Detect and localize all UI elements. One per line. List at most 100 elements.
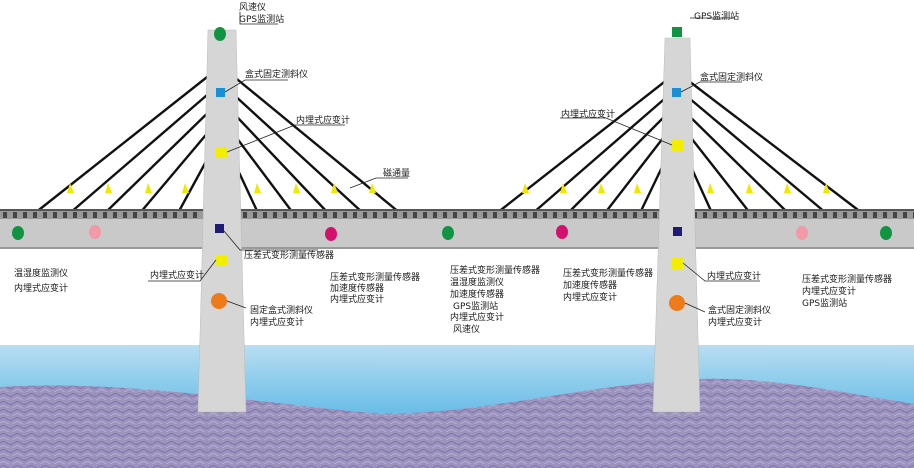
deck-tick	[343, 212, 347, 218]
label-group4-gps: GPS监测站	[453, 300, 498, 312]
deck-tick	[453, 212, 457, 218]
flux-marker	[784, 183, 791, 193]
gps-sensor-right	[672, 27, 682, 37]
deck-tick	[813, 212, 817, 218]
strain-gauge-left-lower	[216, 255, 227, 266]
label-anemometer-left: 风速仪	[239, 2, 266, 13]
deck-tick	[353, 212, 357, 218]
label-deflection-left: 压差式变形测量传感器	[244, 249, 334, 261]
deck-tick	[23, 212, 27, 218]
stay-cable	[220, 82, 364, 214]
deck-tick	[253, 212, 257, 218]
flux-marker	[823, 183, 830, 193]
label-strain-left-upper: 内埋式应变计	[296, 114, 350, 126]
label-strain-deck-left: 内埋式应变计	[14, 282, 68, 294]
inclinometer-left	[216, 88, 225, 97]
right-tower	[652, 37, 701, 413]
flux-marker	[293, 183, 300, 193]
deck-tick	[13, 212, 17, 218]
label-group4-accel: 加速度传感器	[450, 288, 504, 300]
label-group5-accel: 加速度传感器	[563, 279, 617, 291]
deck-tick	[863, 212, 867, 218]
deck-tick	[823, 212, 827, 218]
deck-tick	[533, 212, 537, 218]
deck-tick	[383, 212, 387, 218]
deck-tick	[713, 212, 717, 218]
deck-sensor-6	[796, 226, 808, 240]
label-group5-deflection: 压差式变形测量传感器	[563, 267, 653, 279]
deck-tick	[303, 212, 307, 218]
deck-tick	[843, 212, 847, 218]
deck-sensor-5	[556, 225, 568, 239]
deck-tick	[583, 212, 587, 218]
flux-marker	[634, 183, 641, 193]
deck-tick	[243, 212, 247, 218]
strain-gauge-left-upper	[216, 147, 227, 158]
deck-tick	[283, 212, 287, 218]
label-group3-accel: 加速度传感器	[330, 282, 384, 294]
deflection-sensor-right	[673, 227, 682, 236]
deck-tick	[433, 212, 437, 218]
label-group4-deflection: 压差式变形测量传感器	[450, 264, 540, 276]
deck-tick	[73, 212, 77, 218]
stay-cable	[532, 87, 678, 214]
label-group5-strain: 内埋式应变计	[563, 291, 617, 303]
inclinometer-right	[672, 88, 681, 97]
stay-cable	[567, 103, 678, 214]
label-strain-left-lower: 内埋式应变计	[150, 269, 204, 281]
deck-tick	[623, 212, 627, 218]
stay-cable	[34, 65, 222, 214]
deck-tick	[123, 212, 127, 218]
deck-tick	[763, 212, 767, 218]
flux-marker	[369, 183, 376, 193]
label-group4-strain: 内埋式应变计	[450, 311, 504, 323]
deck-tick	[273, 212, 277, 218]
deck-tick	[573, 212, 577, 218]
deck-tick	[553, 212, 557, 218]
deck-tick	[113, 212, 117, 218]
deck-tick	[483, 212, 487, 218]
deck-tick	[323, 212, 327, 218]
deck-tick	[753, 212, 757, 218]
stay-cable	[69, 82, 222, 214]
deck-tick	[743, 212, 747, 218]
deck-tick	[593, 212, 597, 218]
labels: 风速仪 GPS监测站 盒式固定测斜仪 内埋式应变计 磁通量 压差式变形测量传感器…	[14, 2, 892, 335]
deck-tick	[473, 212, 477, 218]
deck-tick	[803, 212, 807, 218]
deck-tick	[143, 212, 147, 218]
label-gps-right: GPS监测站	[694, 10, 739, 22]
label-group6-gps: GPS监测站	[802, 297, 847, 309]
deck-tick	[33, 212, 37, 218]
label-strain-right-upper: 内埋式应变计	[561, 108, 615, 120]
deck-tick	[903, 212, 907, 218]
label-group4-anemometer: 风速仪	[453, 324, 480, 335]
deck-sensor-2	[89, 225, 101, 239]
deck-tick	[563, 212, 567, 218]
deck-tick	[83, 212, 87, 218]
flux-marker	[707, 183, 714, 193]
deck-sensor-1	[12, 226, 24, 240]
deck-tick	[733, 212, 737, 218]
flux-marker	[145, 183, 152, 193]
label-group4-temp: 温湿度监测仪	[450, 276, 504, 288]
deck-tick	[3, 212, 7, 218]
deck-tick	[393, 212, 397, 218]
deck-tick	[53, 212, 57, 218]
flux-marker	[105, 183, 112, 193]
label-strain-right-bottom: 内埋式应变计	[708, 316, 762, 328]
deck-tick	[333, 212, 337, 218]
strain-gauge-right-lower	[672, 258, 683, 269]
deck-tick	[173, 212, 177, 218]
label-magnetic-flux: 磁通量	[383, 167, 410, 179]
deck-tick	[313, 212, 317, 218]
deck-tick	[403, 212, 407, 218]
label-group6-deflection: 压差式变形测量传感器	[802, 273, 892, 285]
stay-cable	[104, 99, 222, 214]
deck-tick	[493, 212, 497, 218]
label-group3-strain: 内埋式应变计	[330, 293, 384, 305]
label-temp-humidity-left: 温湿度监测仪	[14, 267, 68, 279]
deck-tick	[853, 212, 857, 218]
deck-tick	[873, 212, 877, 218]
